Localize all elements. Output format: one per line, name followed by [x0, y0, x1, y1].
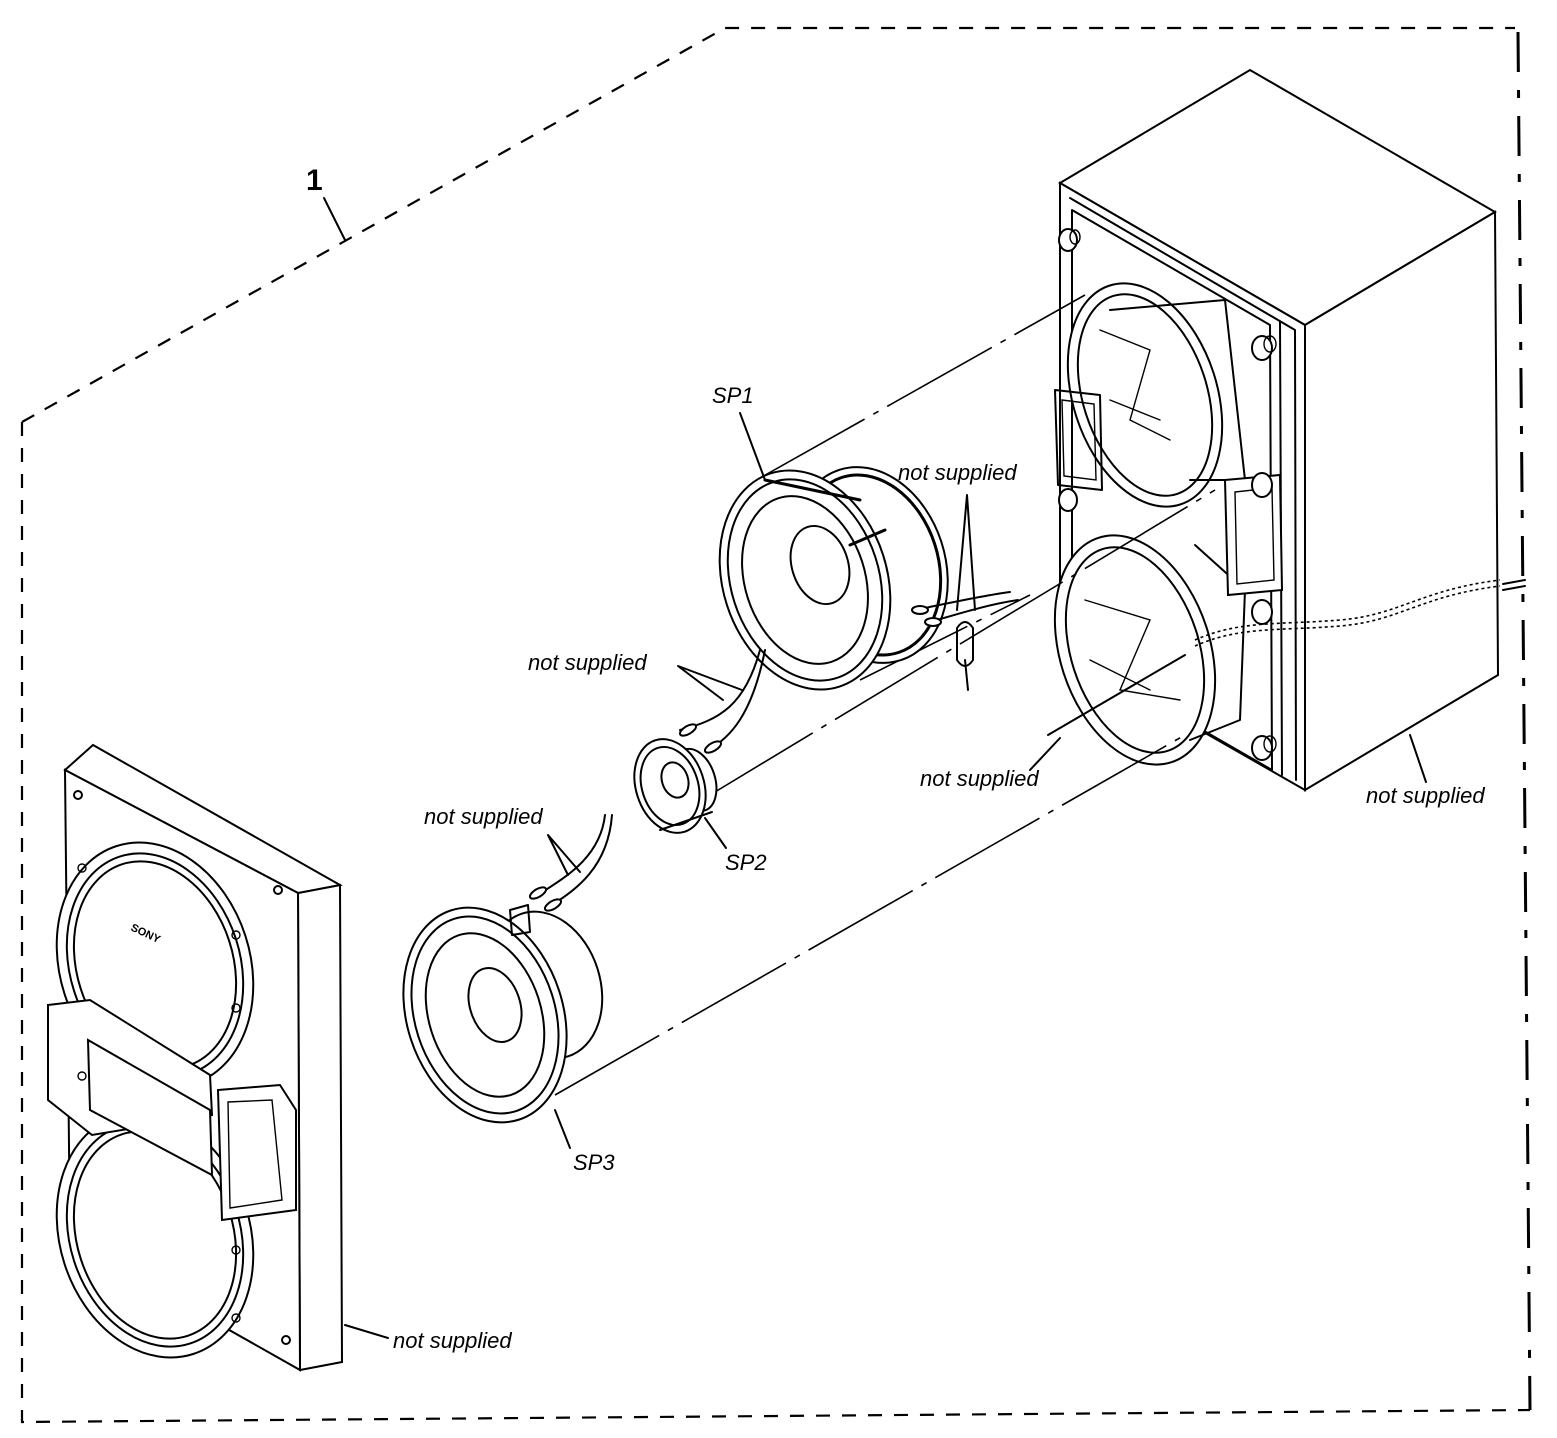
part-label-sp3: SP3: [573, 1150, 615, 1175]
callout-cable-sp3: not supplied: [424, 804, 581, 876]
part-label-sp2: SP2: [725, 850, 767, 875]
mounting-peg: [1251, 335, 1277, 361]
not-supplied-label-duct: not supplied: [920, 766, 1039, 791]
callout-sp2: SP2: [704, 817, 767, 875]
cable-sp3: [528, 814, 613, 912]
assembly-boundary: [20, 26, 1532, 1424]
callout-cable-sp2: not supplied: [528, 650, 743, 701]
cable-sp1: [911, 591, 1019, 691]
not-supplied-label-front-grille: not supplied: [393, 1328, 512, 1353]
mounting-peg: [1251, 735, 1277, 761]
not-supplied-label-cable-sp3: not supplied: [424, 804, 543, 829]
mounting-peg: [1251, 599, 1273, 625]
callout-cable-sp1: not supplied: [898, 460, 1017, 611]
speaker-unit-sp1: [718, 466, 949, 691]
callout-duct: not supplied: [920, 654, 1186, 791]
speaker-cabinet: [1053, 68, 1501, 792]
callout-front-grille: not supplied: [344, 1324, 512, 1353]
not-supplied-label-cabinet: not supplied: [1366, 783, 1485, 808]
callout-sp3: SP3: [554, 1109, 615, 1175]
reference-number: 1: [306, 164, 323, 197]
callout-cabinet: not supplied: [1366, 734, 1485, 808]
cable-sp2: [678, 649, 766, 754]
speaker-unit-sp3: [402, 904, 604, 1124]
front-grille: SONY: [47, 743, 344, 1372]
not-supplied-label-cable-sp1: not supplied: [898, 460, 1017, 485]
callout-sp1: SP1: [712, 383, 766, 481]
not-supplied-label-cable-sp2: not supplied: [528, 650, 647, 675]
mounting-peg: [1058, 228, 1081, 252]
mounting-peg: [1251, 472, 1273, 498]
mounting-peg: [1058, 488, 1078, 512]
reference-number-callout: 1: [306, 164, 346, 241]
speaker-unit-sp2: [633, 738, 718, 834]
alignment-lines: [554, 294, 1216, 1096]
part-label-sp1: SP1: [712, 383, 754, 408]
